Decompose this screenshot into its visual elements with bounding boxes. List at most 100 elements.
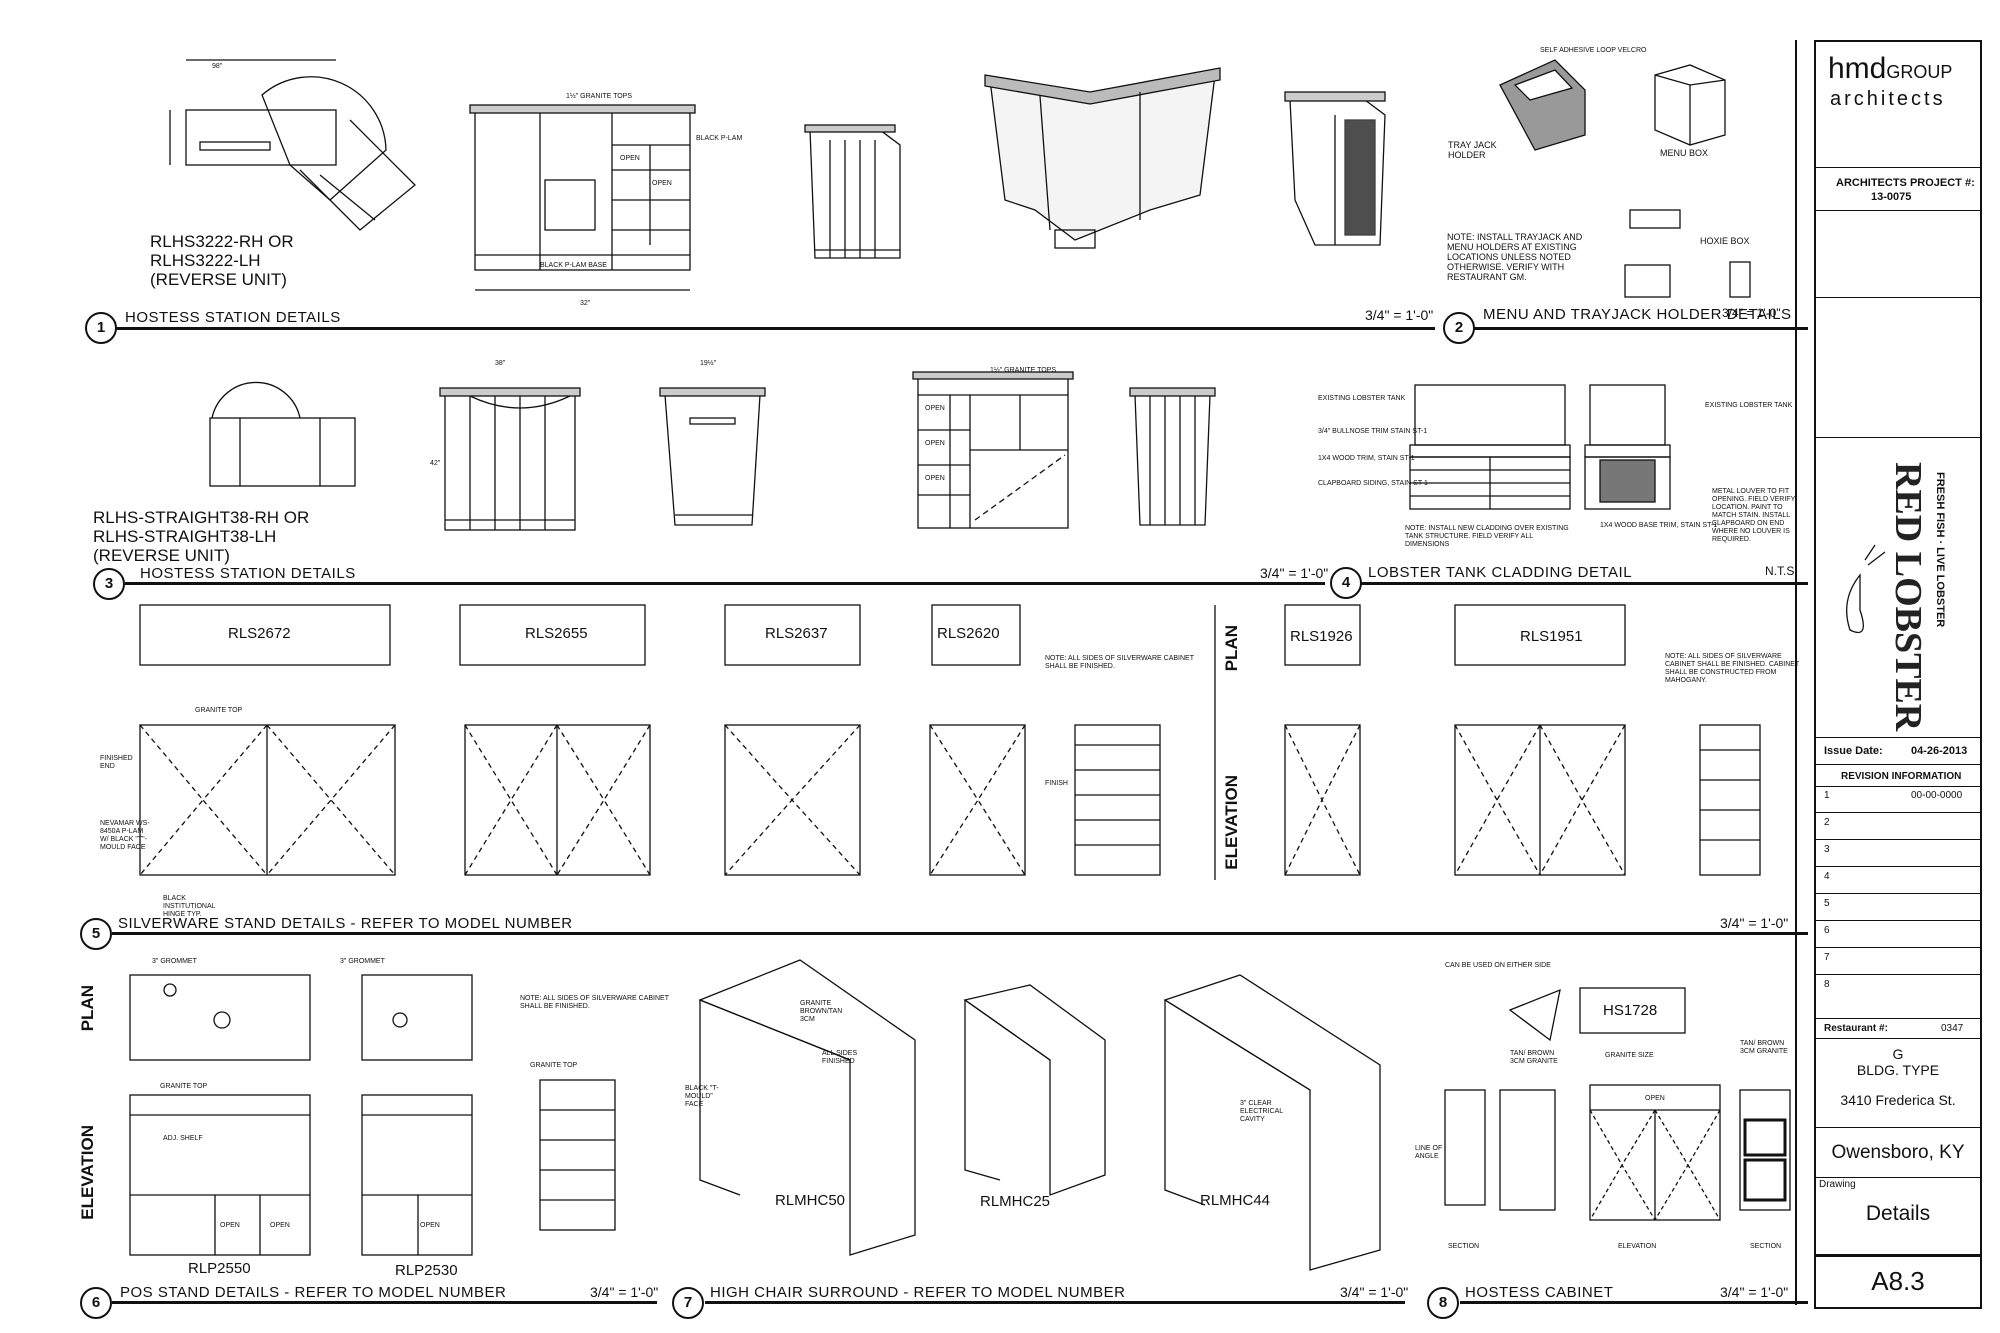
tray-jack-holder-label: TRAY JACK HOLDER [1448,140,1497,160]
brand-tagline: FRESH FISH · LIVE LOBSTER [1934,472,1946,628]
dim-38: 38" [495,360,506,367]
hostess-straight-elev-a [439,387,581,531]
section-label-8a: SECTION [1448,1243,1480,1250]
hostess-straight-plan [209,381,356,487]
tb-rev-row-5 [1816,893,1980,894]
issue-date: 04-26-2013 [1911,745,1968,757]
tb-divider-2 [1816,210,1980,211]
brand-name: RED LOBSTER [1887,462,1929,732]
hostess-elev-b [804,124,901,259]
reverse-unit-label-2: (REVERSE UNIT) [93,546,230,565]
model-rls2672: RLS2672 [228,625,291,642]
silverware-note-2: NOTE: ALL SIDES OF SILVERWARE CABINET SH… [1665,653,1800,684]
tb-divider-5 [1816,737,1980,738]
open-label-2: OPEN [652,180,672,187]
line-of-angle-label: LINE OF ANGLE [1415,1145,1443,1160]
reverse-unit-label: (REVERSE UNIT) [150,270,287,289]
elevation-label-5: ELEVATION [1222,775,1241,870]
section-8-rule [1460,1301,1808,1304]
revision-5: 5 [1824,898,1830,909]
tb-rev-row-7 [1816,947,1980,948]
section-2-title: MENU AND TRAYJACK HOLDER DETAILS [1483,306,1792,323]
model-rlp2530: RLP2530 [395,1262,458,1279]
tb-rev-row-3 [1816,839,1980,840]
hinge-label: BLACK INSTITUTIONAL HINGE TYP. [163,895,216,918]
existing-tank-label-right: EXISTING LOBSTER TANK [1705,402,1793,409]
elevation-label-8: ELEVATION [1618,1243,1657,1250]
tb-divider-12 [1816,1254,1980,1257]
section-label-8b: SECTION [1750,1243,1782,1250]
granite-brown-label: GRANITE BROWN/TAN 3CM [800,1000,843,1023]
all-sides-label: ALL SIDES FINISHED [822,1050,858,1065]
section-7-scale: 3/4" = 1'-0" [1340,1284,1409,1300]
black-plam-label: BLACK P-LAM [696,135,743,142]
model-rls2655: RLS2655 [525,625,588,642]
trayjack-drawing [1499,59,1586,151]
model-rlhs3222-lh: RLHS3222-LH [150,251,261,270]
bullnose-label: 3/4" BULLNOSE TRIM STAIN ST-1 [1318,428,1428,435]
section-6-title: POS STAND DETAILS - REFER TO MODEL NUMBE… [120,1284,507,1301]
granite-size-label: GRANITE SIZE [1605,1052,1654,1059]
hostess-straight-elev-b [659,387,766,526]
tank-note: NOTE: INSTALL NEW CLADDING OVER EXISTING… [1405,525,1569,548]
self-adhesive-label: SELF ADHESIVE LOOP VELCRO [1540,47,1647,54]
granite-top-label-6b: GRANITE TOP [530,1062,578,1069]
section-4-number: 4 [1330,567,1362,599]
base-trim-label: 1X4 WOOD BASE TRIM, STAIN ST-1 [1600,522,1718,529]
electrical-label: 3" CLEAR ELECTRICAL CAVITY [1240,1100,1283,1123]
granite-tops-label-3: 1½" GRANITE TOPS [990,367,1057,374]
pos-note: NOTE: ALL SIDES OF SILVERWARE CABINET SH… [520,995,669,1010]
restaurant-label: Restaurant #: [1824,1023,1888,1034]
revision-1: 1 [1824,790,1830,801]
section-3-number: 3 [93,568,125,600]
tb-rev-row-8 [1816,974,1980,975]
tb-divider-11 [1816,1177,1980,1178]
firm-name-group: GROUP [1886,62,1953,82]
open-label-6b: OPEN [270,1222,290,1229]
section-8-title: HOSTESS CABINET [1465,1284,1614,1301]
model-rls2637: RLS2637 [765,625,828,642]
elevation-label-6: ELEVATION [78,1125,97,1220]
section-8-number: 8 [1427,1287,1459,1319]
silverware-note: NOTE: ALL SIDES OF SILVERWARE CABINET SH… [1045,655,1194,670]
louver-note: METAL LOUVER TO FIT OPENING. FIELD VERIF… [1712,488,1796,543]
model-rls1926: RLS1926 [1290,628,1353,645]
section-7-title: HIGH CHAIR SURROUND - REFER TO MODEL NUM… [710,1284,1126,1301]
revision-header: REVISION INFORMATION [1841,771,1962,782]
section-7-rule [705,1301,1405,1304]
address: 3410 Frederica St. [1840,1092,1956,1108]
model-rlmhc25: RLMHC25 [980,1193,1051,1210]
hostess-plan-curved [169,59,416,231]
revision-2: 2 [1824,817,1830,828]
can-be-used-label: CAN BE USED ON EITHER SIDE [1445,962,1551,969]
finish-label-5: FINISH [1045,780,1068,787]
section-4-scale: N.T.S [1765,564,1795,578]
hostess-elev-d [1284,91,1386,246]
granite-tops-label: 1½" GRANITE TOPS [566,93,633,100]
model-rlhs-straight: RLHS-STRAIGHT38-RH OR [93,508,310,527]
sheet-border-left-of-titleblock [1795,40,1797,1305]
section-7-number: 7 [672,1287,704,1319]
tb-rev-row-4 [1816,866,1980,867]
plan-label-5: PLAN [1222,625,1241,672]
revision-1-date: 00-00-0000 [1911,790,1963,801]
drawing-label: Drawing [1819,1179,1856,1190]
granite-top-label-6: GRANITE TOP [160,1083,208,1090]
hostess-cabinet-drawings [1444,987,1791,1221]
section-4-rule [1360,582,1808,585]
bldg-type: BLDG. TYPE [1856,1062,1940,1078]
dim-98: 98" [212,63,223,70]
tb-divider-9 [1816,1038,1980,1039]
adj-shelf-label: ADJ. SHELF [163,1135,203,1142]
tb-divider-7 [1816,786,1980,787]
tb-rev-row-6 [1816,920,1980,921]
revision-6: 6 [1824,925,1830,936]
revision-8: 8 [1824,979,1830,990]
tb-divider-8 [1816,1018,1980,1019]
model-hs1728: HS1728 [1603,1002,1658,1019]
tb-divider-6 [1816,764,1980,765]
hoxie-box-label: HOXIE BOX [1700,236,1750,246]
grommet-label-2: 3" GROMMET [340,958,385,965]
section-6-rule [112,1301,657,1304]
